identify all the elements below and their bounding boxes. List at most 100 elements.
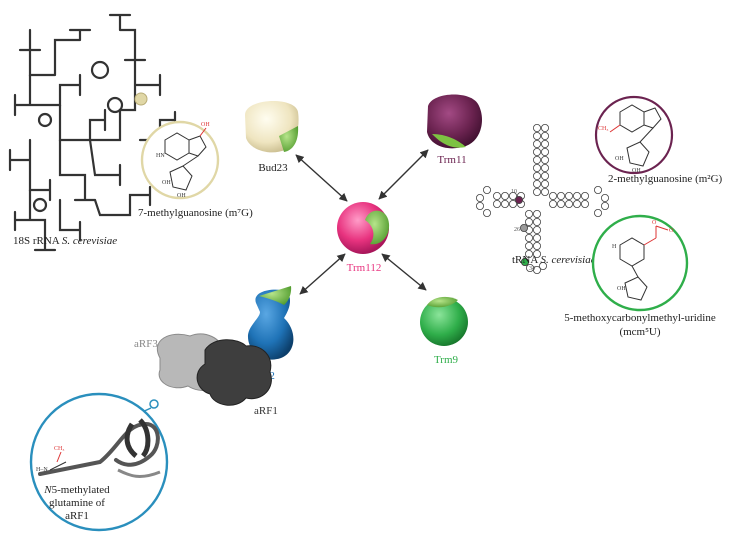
trna-pos-26: 26 — [514, 227, 520, 233]
n5-label-line1: N5-methylated — [43, 484, 110, 496]
trm9-protein — [420, 296, 468, 346]
svg-text:OH: OH — [162, 180, 171, 186]
trna-nucleotide — [573, 199, 582, 208]
m7g-label: 7-methylguanosine (m⁷G) — [138, 207, 253, 219]
arrow-trm9-trm112 — [381, 253, 427, 291]
svg-text:HN: HN — [156, 153, 165, 159]
arf3-label: aRF3 — [134, 338, 158, 350]
trna-nucleotide — [541, 171, 550, 180]
trna-nucleotide — [541, 124, 550, 133]
trna-nucleotide — [533, 187, 542, 196]
arf1-surface — [196, 339, 272, 406]
arf1-site-marker — [149, 399, 159, 409]
trna-nucleotide — [581, 191, 590, 200]
trna-nucleotide — [533, 265, 542, 274]
trna-nucleotide — [533, 124, 542, 133]
trna-nucleotide — [492, 199, 501, 208]
trna-nucleotide — [594, 185, 603, 194]
arf1-label: aRF1 — [254, 405, 278, 417]
bud23-protein — [245, 101, 299, 153]
trna-nucleotide — [549, 199, 558, 208]
trna-nucleotide — [525, 217, 534, 226]
trna-pos-10-marker — [515, 195, 524, 204]
mcm5u-structure-inset: O O H OH — [591, 214, 689, 312]
trna-nucleotide — [573, 191, 582, 200]
m2g-label: 2-methylguanosine (m²G) — [608, 173, 723, 185]
18s-rrna-structure — [8, 13, 177, 252]
trna-nucleotide — [533, 179, 542, 188]
arf-complex — [149, 333, 272, 409]
trna-nucleotide — [565, 191, 574, 200]
trna-nucleotide — [533, 171, 542, 180]
trna-nucleotide — [601, 201, 610, 210]
trna-nucleotide — [525, 233, 534, 242]
svg-text:O: O — [669, 228, 674, 234]
arrow-trm11-trm112 — [378, 149, 429, 200]
trna-nucleotide — [508, 199, 517, 208]
trna-pos-34-marker — [521, 257, 530, 266]
svg-text:H: H — [612, 244, 617, 250]
trna-nucleotide — [533, 241, 542, 250]
trna-nucleotide — [533, 163, 542, 172]
svg-text:OH: OH — [177, 193, 186, 199]
trna-nucleotide — [533, 209, 542, 218]
svg-text:OH: OH — [615, 156, 624, 162]
n5-hn-text: H–N — [36, 467, 48, 473]
n5-glutamine-inset — [29, 392, 169, 532]
trna-nucleotide — [533, 217, 542, 226]
trna-nucleotide — [533, 155, 542, 164]
trna-nucleotide — [508, 191, 517, 200]
m7g-structure-inset: OH HN OH OH — [140, 120, 220, 200]
trna-nucleotide — [539, 261, 548, 270]
trna-pos-10: 10 — [511, 189, 517, 195]
n5-label-line2: glutamine of — [49, 497, 105, 509]
trna-nucleotide — [525, 241, 534, 250]
trna-nucleotide — [557, 199, 566, 208]
svg-text:OH: OH — [617, 286, 626, 292]
trna-nucleotide — [581, 199, 590, 208]
trm11-label: Trm11 — [437, 154, 466, 166]
arrow-bud23-trm112 — [295, 154, 348, 202]
trna-nucleotide — [557, 191, 566, 200]
trna-nucleotide — [482, 185, 491, 194]
mtq2-protein — [247, 286, 294, 360]
trna-nucleotide — [525, 209, 534, 218]
trna-nucleotide — [533, 249, 542, 258]
trna-label: tRNA S. cerevisiae — [512, 254, 596, 266]
trna-nucleotide — [533, 147, 542, 156]
trna-nucleotide — [541, 139, 550, 148]
n5-label-line3: aRF1 — [65, 510, 89, 522]
trm9-label: Trm9 — [434, 354, 459, 366]
trna-cloverleaf — [475, 124, 610, 274]
arrow-mtq2-trm112 — [299, 253, 346, 295]
trna-nucleotide — [541, 147, 550, 156]
trna-nucleotide — [594, 208, 603, 217]
rrna-label: 18S rRNA S. cerevisiae — [13, 235, 117, 247]
trna-nucleotide — [533, 139, 542, 148]
trm112-protein — [337, 202, 390, 254]
trna-nucleotide — [533, 233, 542, 242]
trna-nucleotide — [541, 163, 550, 172]
bud23-label: Bud23 — [258, 162, 288, 174]
trna-nucleotide — [533, 131, 542, 140]
mcm5u-label-line2: (mcm⁵U) — [619, 326, 660, 338]
interaction-arrows — [295, 149, 429, 295]
m2g-structure-inset: CH₃ OH OH — [594, 95, 674, 175]
trna-nucleotide — [500, 191, 509, 200]
svg-text:OH: OH — [201, 122, 210, 128]
svg-text:O: O — [652, 220, 657, 226]
trna-nucleotide — [541, 179, 550, 188]
m7g-site-marker — [134, 92, 148, 106]
svg-text:CH₃: CH₃ — [598, 126, 608, 132]
trm11-protein — [427, 94, 482, 149]
mcm5u-label-line1: 5-methoxycarbonylmethyl-uridine — [564, 312, 716, 324]
trna-nucleotide — [533, 225, 542, 234]
trna-nucleotide — [500, 199, 509, 208]
trna-nucleotide — [565, 199, 574, 208]
n5-ch3-text: CH₃ — [54, 446, 64, 452]
trna-nucleotide — [601, 193, 610, 202]
trna-nucleotide — [541, 155, 550, 164]
trna-nucleotide — [482, 208, 491, 217]
trna-nucleotide — [475, 201, 484, 210]
